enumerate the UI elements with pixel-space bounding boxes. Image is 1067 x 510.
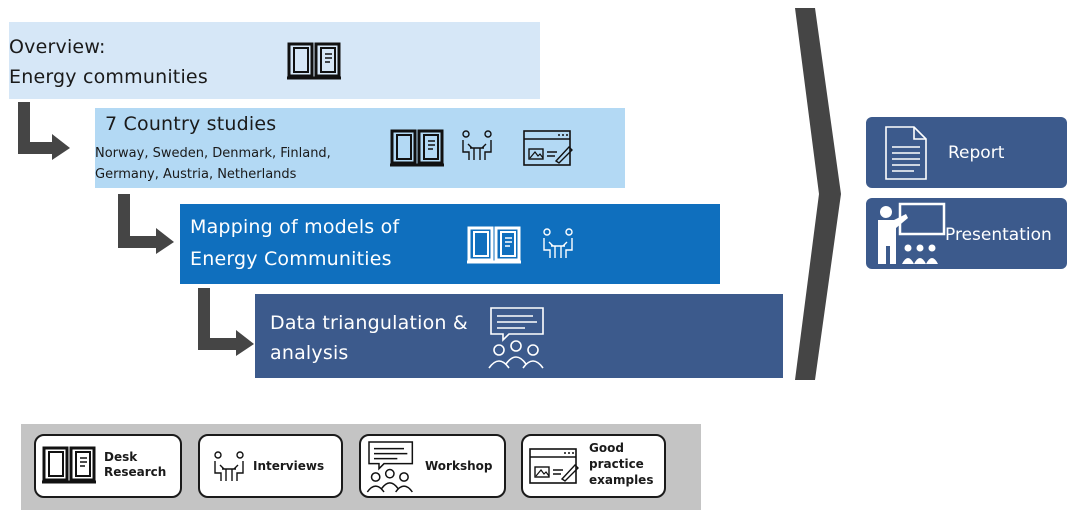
mapping-title-line2: Energy Communities [190, 248, 392, 270]
legend-desk-line1: Desk [104, 450, 138, 464]
step-mapping: Mapping of models of Energy Communities [180, 204, 720, 284]
output-report: Report [866, 117, 1067, 188]
report-label: Report [948, 143, 1005, 163]
interview-icon [212, 451, 246, 483]
legend-interviews: Interviews [198, 434, 343, 498]
step-country-studies: 7 Country studies Norway, Sweden, Denmar… [95, 108, 625, 188]
overview-subtitle: Energy communities [9, 66, 208, 88]
triangulation-line1: Data triangulation & [270, 312, 468, 334]
legend-interviews-label: Interviews [253, 459, 325, 473]
legend-workshop: Workshop [359, 434, 506, 498]
legend-good-line3: examples [589, 473, 654, 487]
legend-desk-line2: Research [104, 465, 167, 479]
legend-desk-research: Desk Research [34, 434, 182, 498]
country-title: 7 Country studies [105, 113, 277, 135]
flow-arrow-2 [118, 194, 176, 254]
flow-arrow-3 [198, 288, 256, 356]
mapping-title-line1: Mapping of models of [190, 216, 400, 238]
interview-icon [541, 228, 575, 260]
book-icon [390, 127, 444, 169]
chevron-arrow [793, 8, 843, 380]
triangulation-line2: analysis [270, 342, 349, 364]
interview-icon [460, 130, 494, 162]
legend-good-line2: practice [589, 457, 644, 471]
flow-arrow-1 [18, 102, 72, 160]
book-icon [42, 444, 96, 486]
country-list-line1: Norway, Sweden, Denmark, Finland, [95, 146, 331, 161]
presenter-icon [872, 202, 948, 266]
good-practice-icon [523, 130, 573, 168]
step-overview: Overview: Energy communities [9, 22, 540, 99]
step-triangulation: Data triangulation & analysis [255, 294, 783, 378]
overview-title: Overview: [9, 36, 106, 58]
workshop-icon [485, 306, 545, 370]
output-presentation: Presentation [866, 198, 1067, 269]
legend-good-practice: Good practice examples [521, 434, 666, 498]
workshop-icon [364, 440, 414, 494]
book-icon [287, 40, 341, 82]
country-list-line2: Germany, Austria, Netherlands [95, 167, 297, 182]
book-icon [467, 224, 521, 266]
legend-panel: Desk Research Interviews Wo [21, 424, 701, 510]
legend-good-line1: Good [589, 441, 624, 455]
legend-workshop-label: Workshop [425, 459, 493, 473]
good-practice-icon [529, 448, 579, 486]
document-icon [884, 125, 928, 181]
presentation-label: Presentation [945, 225, 1052, 245]
